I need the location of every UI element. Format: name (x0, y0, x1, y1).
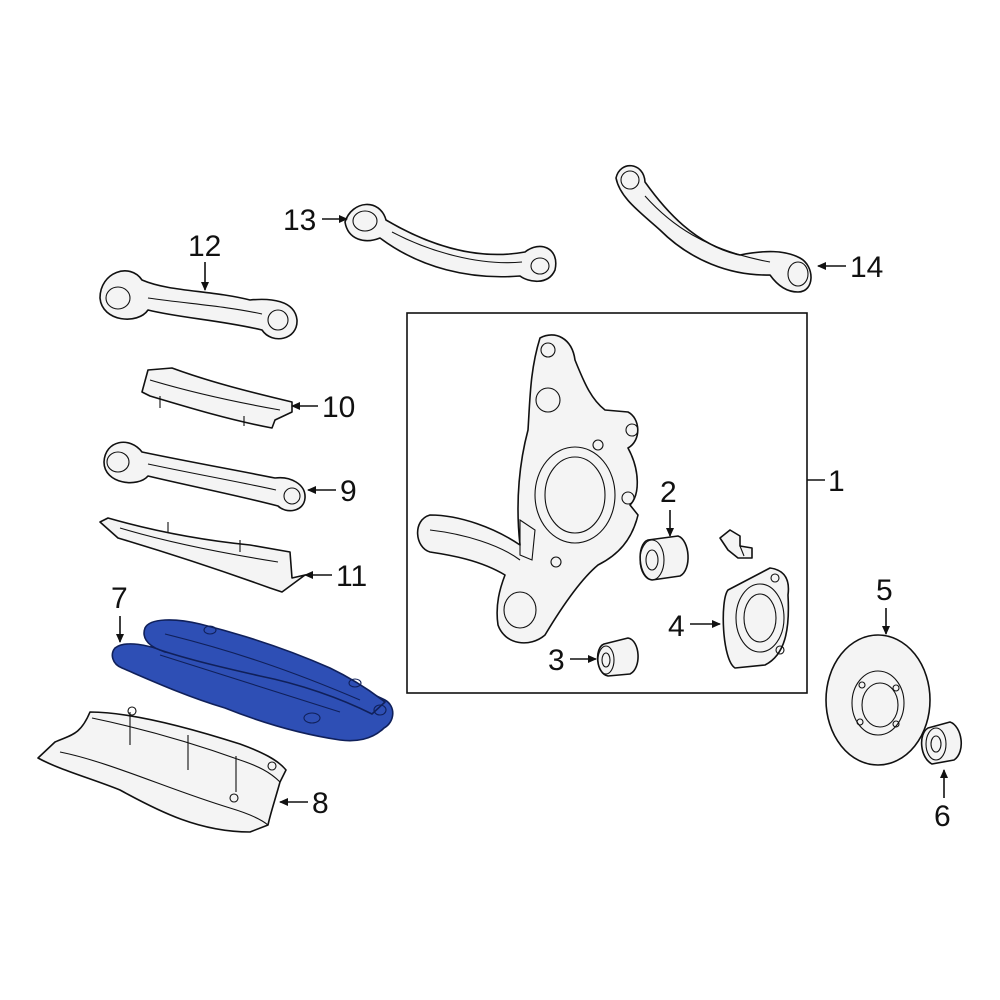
callout-10: 10 (322, 391, 355, 424)
part-12-control-arm[interactable] (99, 270, 298, 340)
callout-4: 4 (668, 610, 685, 643)
callout-2: 2 (660, 476, 677, 509)
callout-1: 1 (828, 465, 845, 498)
callout-9: 9 (340, 475, 357, 508)
part-8-shield[interactable] (37, 706, 287, 833)
part-11-bracket[interactable] (99, 517, 306, 593)
part-1-knuckle[interactable] (416, 334, 639, 644)
part-10-bracket[interactable] (141, 367, 293, 429)
part-5-brake-disc[interactable] (825, 634, 931, 766)
callout-11: 11 (336, 560, 367, 593)
part-3-bushing[interactable] (596, 637, 639, 677)
callout-6: 6 (934, 800, 951, 833)
callout-3: 3 (548, 644, 565, 677)
part-2-bushing[interactable] (639, 535, 689, 581)
callout-5: 5 (876, 574, 893, 607)
part-7-lower-control-arm[interactable] (111, 619, 394, 742)
bolt[interactable] (719, 529, 753, 559)
callout-12: 12 (188, 230, 221, 263)
callout-13: 13 (283, 204, 316, 237)
part-4-hub[interactable] (722, 567, 790, 669)
part-6-nut[interactable] (920, 721, 962, 765)
callout-7: 7 (111, 582, 128, 615)
part-14-control-arm[interactable] (615, 164, 812, 293)
callout-8: 8 (312, 787, 329, 820)
part-13-control-arm[interactable] (344, 203, 557, 283)
part-9-lower-link[interactable] (103, 441, 306, 512)
callout-14: 14 (850, 251, 883, 284)
assembly-frame (406, 312, 808, 694)
